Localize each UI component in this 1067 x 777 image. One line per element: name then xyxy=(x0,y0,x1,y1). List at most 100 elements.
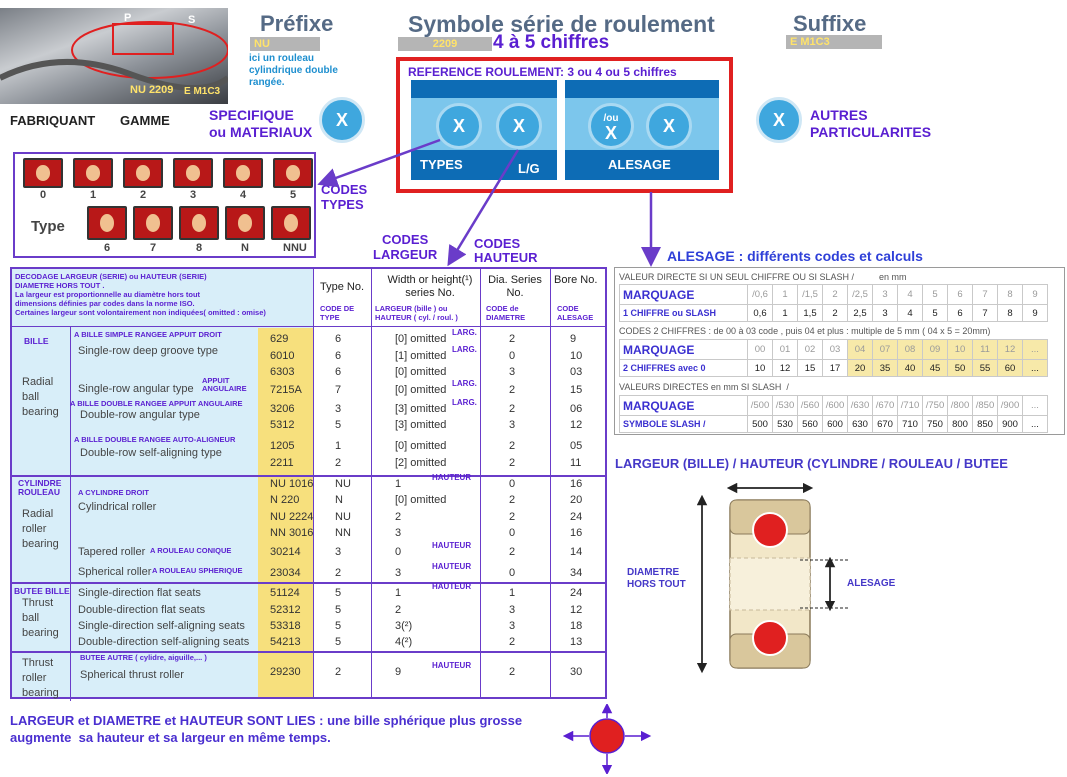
value-cell: 2,5 xyxy=(847,304,873,322)
lh-title: LARGEUR (BILLE) / HAUTEUR (CYLINDRE / RO… xyxy=(615,456,1008,471)
value-cell: 40 xyxy=(897,359,923,377)
marquage-cell: 03 xyxy=(822,339,848,360)
type-3-icon xyxy=(225,206,265,240)
table-cell-width-code: [1] omitted xyxy=(395,350,447,362)
codes-types-label: CODES TYPES xyxy=(321,182,368,212)
table-cell-width-code: [0] omitted xyxy=(395,384,447,396)
value-cell: 800 xyxy=(947,415,973,433)
table-cell-tag: HAUTEUR xyxy=(432,661,472,670)
row-label: SYMBOLE SLASH / xyxy=(619,415,748,433)
value-cell: ... xyxy=(1022,415,1048,433)
table-cell-bore-code: 34 xyxy=(570,567,583,579)
value-cell: 8 xyxy=(997,304,1023,322)
group-thrust-roller-en: Thrust roller bearing xyxy=(22,657,59,699)
marquage-cell: 10 xyxy=(947,339,973,360)
table-cell-width-code: [0] omitted xyxy=(395,440,447,452)
table-cell-dia-code: 2 xyxy=(509,511,516,523)
table-cell-type-code: 6 xyxy=(335,350,342,362)
marquage-cell: 6 xyxy=(947,284,973,305)
types-label: TYPES xyxy=(420,157,463,172)
value-cell: 4 xyxy=(897,304,923,322)
table-cell-bore-code: 18 xyxy=(570,620,583,632)
value-cell: 710 xyxy=(897,415,923,433)
table-cell-designation: 6010 xyxy=(270,350,295,362)
reference-title: REFERENCE ROULEMENT: 3 ou 4 ou 5 chiffre… xyxy=(408,65,677,79)
table-cell-bore-code: 12 xyxy=(570,419,583,431)
table-cell-bore-code: 05 xyxy=(570,440,583,452)
table-cell-bore-code: 30 xyxy=(570,666,583,678)
value-cell: 600 xyxy=(822,415,848,433)
table-cell-designation: 23034 xyxy=(270,567,301,579)
marquage-cell: 11 xyxy=(972,339,998,360)
marquage-cell: 3 xyxy=(872,284,898,305)
marquage-cell: /670 xyxy=(872,395,898,416)
value-cell: 630 xyxy=(847,415,873,433)
type-code-label: 0 xyxy=(39,189,47,201)
col-width-header: Width or height(¹) series No. xyxy=(387,274,473,299)
table-cell-designation: 52312 xyxy=(270,604,301,616)
type-2-icon xyxy=(179,206,219,240)
group-line xyxy=(70,326,71,701)
lg-label: L/G xyxy=(518,161,540,176)
reference-box: REFERENCE ROULEMENT: 3 ou 4 ou 5 chiffre… xyxy=(396,57,733,193)
type-2-icon xyxy=(123,158,163,188)
type-ball-icon xyxy=(283,214,299,232)
type-ball-icon xyxy=(35,165,51,181)
table-cell-designation: 29230 xyxy=(270,666,301,678)
codes-largeur-label: CODES LARGEUR xyxy=(373,232,438,262)
marquage-cell: 9 xyxy=(1022,284,1048,305)
table-cell-designation: NU 1016 xyxy=(270,478,314,490)
marquage-cell: 08 xyxy=(897,339,923,360)
table-cell-dia-code: 3 xyxy=(509,419,516,431)
table-cell-bore-code: 16 xyxy=(570,478,583,490)
table-cell-width-code: 1 xyxy=(395,478,402,490)
type-ball-icon xyxy=(191,214,207,232)
col-dia-header: Dia. Series No. xyxy=(488,274,542,299)
photo-p-label: P xyxy=(124,12,132,24)
value-cell: 15 xyxy=(797,359,823,377)
col-line xyxy=(480,269,481,697)
marquage-cell: /530 xyxy=(772,395,798,416)
diametre-label: DIAMETRE HORS TOUT xyxy=(627,567,686,590)
table-cell-dia-code: 0 xyxy=(509,567,516,579)
row-line xyxy=(12,475,605,477)
table-cell-tag: LARG. xyxy=(452,379,477,388)
row-line xyxy=(12,651,605,653)
type-ball-icon xyxy=(145,214,161,232)
value-cell: 560 xyxy=(797,415,823,433)
row-label: MARQUAGE xyxy=(619,395,748,416)
subtype-en-label: Single-direction flat seats xyxy=(78,587,201,599)
t1-caption: VALEUR DIRECTE SI UN SEUL CHIFFRE OU SI … xyxy=(619,272,907,282)
t3-caption: VALEURS DIRECTES en mm SI SLASH / xyxy=(619,382,789,392)
bearing-section-diagram xyxy=(696,482,850,674)
type-ball-icon xyxy=(185,165,201,181)
alesage-x1-icon: /ou X xyxy=(588,103,634,149)
value-cell: 12 xyxy=(772,359,798,377)
value-cell: 530 xyxy=(772,415,798,433)
subtype-en-label: Spherical thrust roller xyxy=(80,669,184,681)
value-cell: 5 xyxy=(922,304,948,322)
value-cell: 9 xyxy=(1022,304,1048,322)
marquage-cell: /0,6 xyxy=(747,284,773,305)
table-cell-designation: 54213 xyxy=(270,636,301,648)
table-cell-tag: LARG. xyxy=(452,345,477,354)
prefix-value: NU xyxy=(250,37,320,51)
marquage-row: MARQUAGE/500/530/560/600/630/670/710/750… xyxy=(619,395,1048,416)
type-code-label: 5 xyxy=(289,189,297,201)
table-cell-type-code: 5 xyxy=(335,636,342,648)
value-cell: 45 xyxy=(922,359,948,377)
series-value: 2209 xyxy=(398,37,492,51)
table-cell-designation: 6303 xyxy=(270,366,295,378)
table-cell-designation: 51124 xyxy=(270,587,300,599)
table-cell-bore-code: 15 xyxy=(570,384,583,396)
subtype-fr-label: A ROULEAU CONIQUE xyxy=(150,546,232,555)
header-desc: DECODAGE LARGEUR (SERIE) ou HAUTEUR (SER… xyxy=(15,272,266,317)
suffix-title: Suffixe xyxy=(793,11,867,36)
type-code-label: 4 xyxy=(239,189,247,201)
autres-label: AUTRES PARTICULARITES xyxy=(810,107,932,140)
table-cell-type-code: 2 xyxy=(335,457,342,469)
